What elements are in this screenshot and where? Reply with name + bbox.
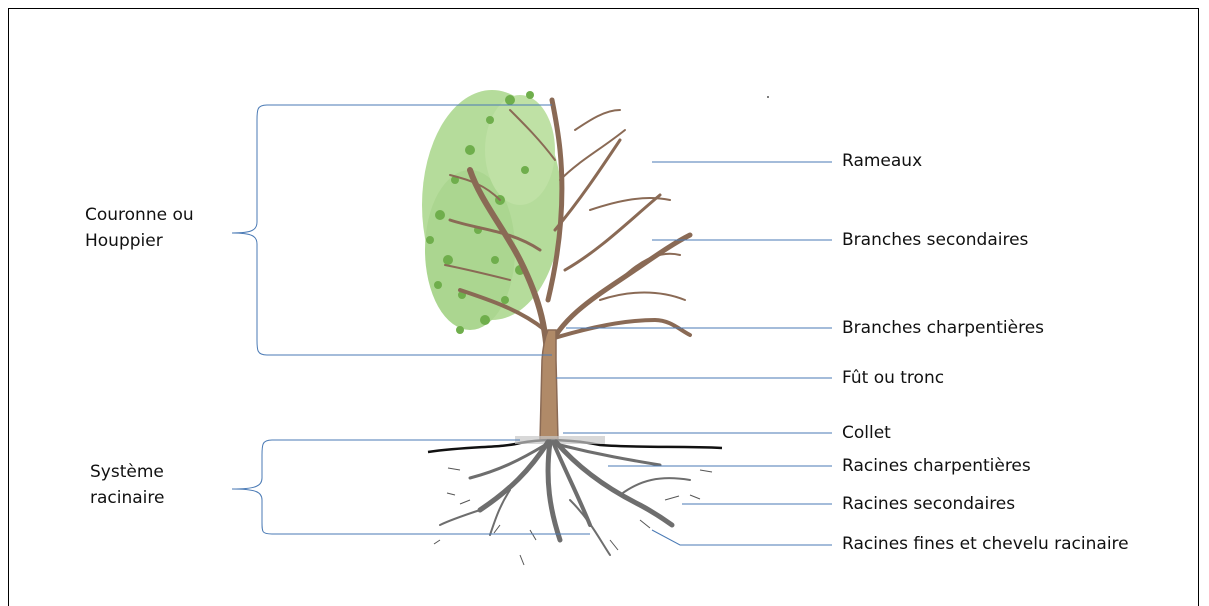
- roots-group-label: Système racinaire: [90, 459, 164, 511]
- crown-label-line1: Couronne ou: [85, 202, 194, 228]
- roots-label-line2: racinaire: [90, 485, 164, 511]
- label-branches-charpentieres: Branches charpentières: [842, 316, 1044, 340]
- label-branches-secondaires: Branches secondaires: [842, 228, 1028, 252]
- stray-dot: [767, 96, 769, 98]
- crown-group-label: Couronne ou Houppier: [85, 202, 194, 254]
- label-collet: Collet: [842, 421, 891, 445]
- label-racines-charpentieres: Racines charpentières: [842, 454, 1031, 478]
- label-fut-ou-tronc: Fût ou tronc: [842, 366, 944, 390]
- label-rameaux: Rameaux: [842, 149, 922, 173]
- leader-lines: [556, 162, 832, 545]
- roots-label-line1: Système: [90, 459, 164, 485]
- roots: [440, 442, 690, 555]
- label-racines-fines: Racines fines et chevelu racinaire: [842, 532, 1129, 556]
- roots-bracket: [232, 440, 590, 534]
- label-racines-secondaires: Racines secondaires: [842, 492, 1015, 516]
- crown-label-line2: Houppier: [85, 228, 194, 254]
- leader-racines-fines: [652, 530, 832, 545]
- trunk: [540, 330, 558, 440]
